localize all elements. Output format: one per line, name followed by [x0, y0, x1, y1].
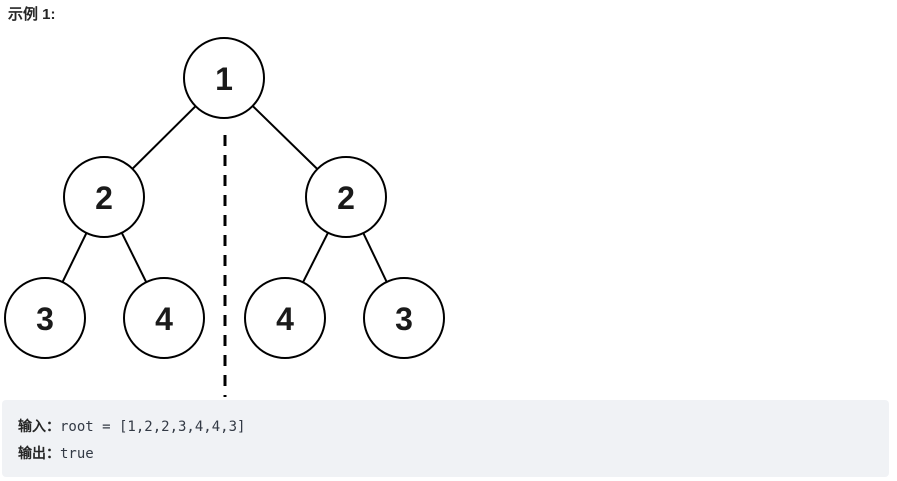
example-io-block: 输入：root = [1,2,2,3,4,4,3] 输出：true: [2, 400, 889, 477]
tree-node-root: 1: [183, 37, 265, 119]
input-value: root = [1,2,2,3,4,4,3]: [60, 419, 246, 435]
node-circle: [123, 277, 205, 359]
input-label: 输入：: [18, 418, 60, 434]
node-circle: [305, 156, 387, 238]
tree-node-left: 2: [63, 156, 145, 238]
node-value: 3: [395, 301, 413, 337]
node-circle: [183, 37, 265, 119]
node-value: 2: [95, 180, 113, 216]
tree-node-right: 2: [305, 156, 387, 238]
node-value: 4: [155, 301, 173, 337]
tree-node-left-left: 3: [4, 277, 86, 359]
example-title: 示例 1:: [8, 6, 56, 23]
binary-tree-diagram: 1 2 2 3 4 4 3: [4, 37, 445, 397]
input-line: 输入：root = [1,2,2,3,4,4,3]: [18, 413, 873, 440]
node-value: 3: [36, 301, 54, 337]
node-circle: [244, 277, 326, 359]
output-value: true: [60, 446, 94, 462]
node-circle: [4, 277, 86, 359]
node-circle: [363, 277, 445, 359]
output-line: 输出：true: [18, 440, 873, 467]
tree-node-right-left: 4: [244, 277, 326, 359]
tree-node-right-right: 3: [363, 277, 445, 359]
node-value: 4: [276, 301, 294, 337]
output-label: 输出：: [18, 445, 60, 461]
tree-node-left-right: 4: [123, 277, 205, 359]
node-circle: [63, 156, 145, 238]
node-value: 1: [215, 61, 233, 97]
node-value: 2: [337, 180, 355, 216]
